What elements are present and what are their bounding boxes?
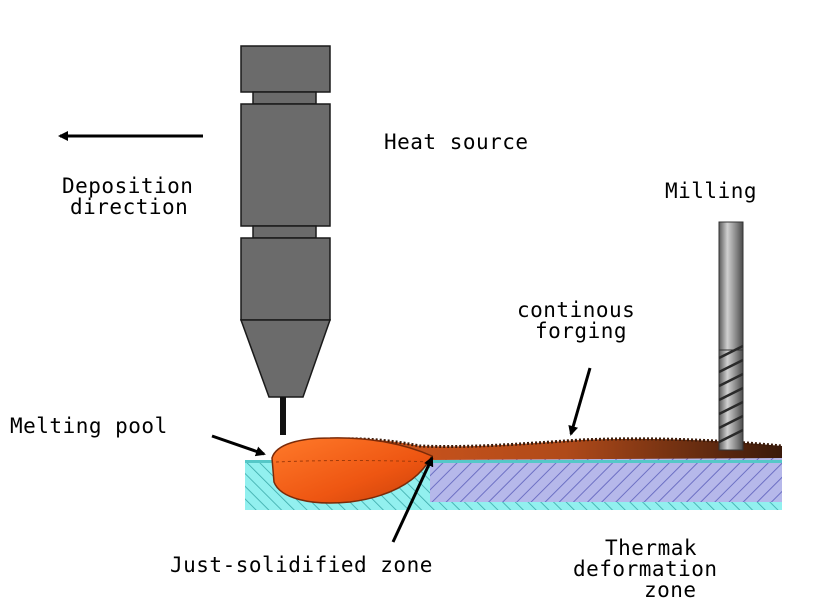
torch-body-upper: [240, 103, 331, 227]
label-milling: Milling: [665, 179, 757, 203]
torch-body-lower: [240, 237, 331, 321]
arrow-pointer-icon-solidified: [391, 456, 434, 543]
label-continuous-forging-2: forging: [535, 319, 627, 343]
label-just-solidified-zone: Just-solidified zone: [170, 553, 433, 577]
melting-pool: [271, 437, 434, 504]
arrow-pointer-icon-forging: [568, 367, 592, 436]
substrate-top-edge: [245, 460, 782, 463]
label-thermal-deformation-1: Thermak: [605, 536, 697, 560]
torch-cap: [240, 45, 331, 93]
thermal-deformation-zone: [430, 458, 782, 502]
torch-neck-upper: [252, 91, 317, 105]
label-deposition-direction-2: direction: [70, 195, 188, 219]
label-thermal-deformation-3: zone: [644, 578, 697, 602]
milling-tool: [718, 221, 744, 451]
deposited-layer-crust: [299, 437, 783, 449]
mill-flute-spirals: [718, 344, 744, 444]
label-melting-pool: Melting pool: [10, 414, 168, 438]
label-continuous-forging-1: continous: [517, 298, 635, 322]
wire-electrode: [280, 397, 286, 435]
arrow-pointer-icon-melting-pool: [211, 434, 266, 457]
label-thermal-deformation-2: deformation: [573, 557, 718, 581]
torch-nozzle: [239, 319, 332, 398]
heat-source-torch: [239, 45, 332, 435]
mill-shank: [718, 221, 744, 351]
label-deposition-direction-1: Deposition: [62, 174, 193, 198]
label-heat-source: Heat source: [384, 130, 529, 154]
torch-neck-lower: [252, 225, 317, 239]
